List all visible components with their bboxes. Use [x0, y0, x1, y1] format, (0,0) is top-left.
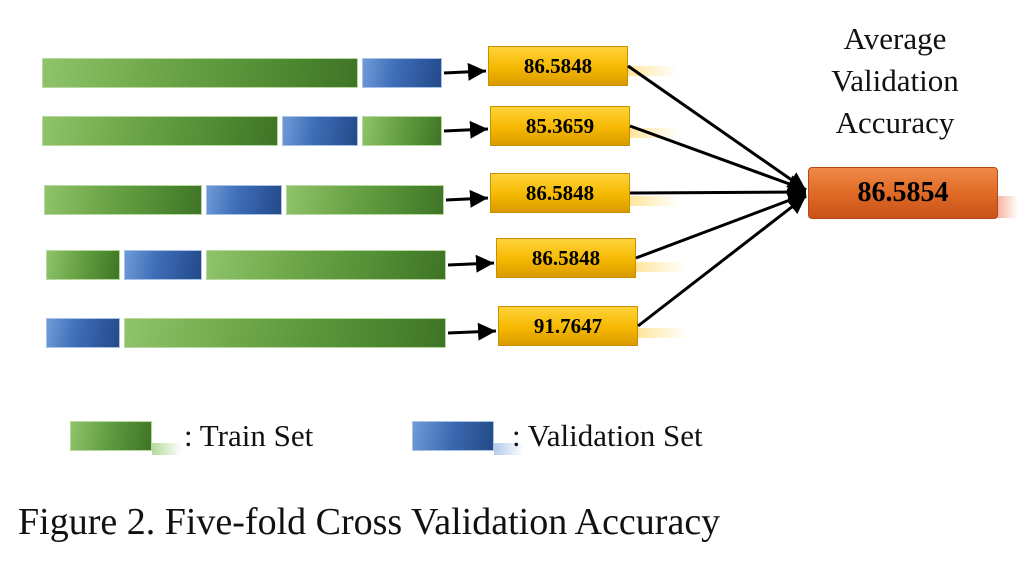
- fold-2-arrow: [443, 120, 489, 139]
- fold-5-validation-segment: [46, 318, 120, 348]
- figure-caption: Figure 2. Five-fold Cross Validation Acc…: [18, 501, 721, 543]
- fold-4-validation-segment: [124, 250, 202, 280]
- legend-train-swatch: [70, 421, 152, 451]
- legend-train-swatch-shadow: [152, 443, 182, 455]
- average-box-shadow: [996, 196, 1018, 218]
- fold-1-box-shadow: [626, 66, 678, 76]
- fold-2-validation-segment: [282, 116, 358, 146]
- fold-1-arrow: [443, 62, 487, 81]
- fold-4-train-segment: [46, 250, 120, 280]
- fold-3-to-average-arrow: [629, 183, 807, 202]
- fold-5-accuracy-box: 91.7647: [498, 306, 638, 346]
- average-title-line-3: Accuracy: [835, 105, 955, 140]
- fold-3-accuracy-box: 86.5848: [490, 173, 630, 213]
- fold-3-train-segment: [44, 185, 202, 215]
- legend-validation-swatch: [412, 421, 494, 451]
- fold-3-train-segment-2: [286, 185, 444, 215]
- fold-1-accuracy-box: 86.5848: [488, 46, 628, 86]
- fold-1-validation-segment: [362, 58, 442, 88]
- legend-validation-label: : Validation Set: [512, 418, 703, 453]
- average-title: Average Validation Accuracy: [800, 18, 990, 144]
- fold-3-arrow: [445, 189, 489, 208]
- fold-5-to-average-arrow: [637, 194, 807, 328]
- average-title-line-2: Validation: [831, 63, 959, 98]
- fold-3-box-shadow: [628, 196, 680, 206]
- fold-4-box-shadow: [634, 262, 686, 272]
- legend-train-label: : Train Set: [184, 418, 314, 453]
- fold-4-to-average-arrow: [635, 191, 807, 260]
- fold-5-arrow: [447, 322, 497, 341]
- average-accuracy-box: 86.5854: [808, 167, 998, 219]
- legend-validation-swatch-shadow: [494, 443, 524, 455]
- fold-4-train-segment-2: [206, 250, 446, 280]
- fold-2-to-average-arrow: [629, 124, 807, 193]
- fold-2-box-shadow: [628, 128, 680, 138]
- fold-5-box-shadow: [636, 328, 688, 338]
- fold-1-to-average-arrow: [627, 64, 807, 192]
- fold-2-accuracy-box: 85.3659: [490, 106, 630, 146]
- fold-1-train-segment: [42, 58, 358, 88]
- fold-3-validation-segment: [206, 185, 282, 215]
- fold-4-accuracy-box: 86.5848: [496, 238, 636, 278]
- fold-4-arrow: [447, 254, 495, 273]
- fold-2-train-segment: [42, 116, 278, 146]
- average-title-line-1: Average: [843, 21, 947, 56]
- fold-5-train-segment: [124, 318, 446, 348]
- fold-2-train-segment-2: [362, 116, 442, 146]
